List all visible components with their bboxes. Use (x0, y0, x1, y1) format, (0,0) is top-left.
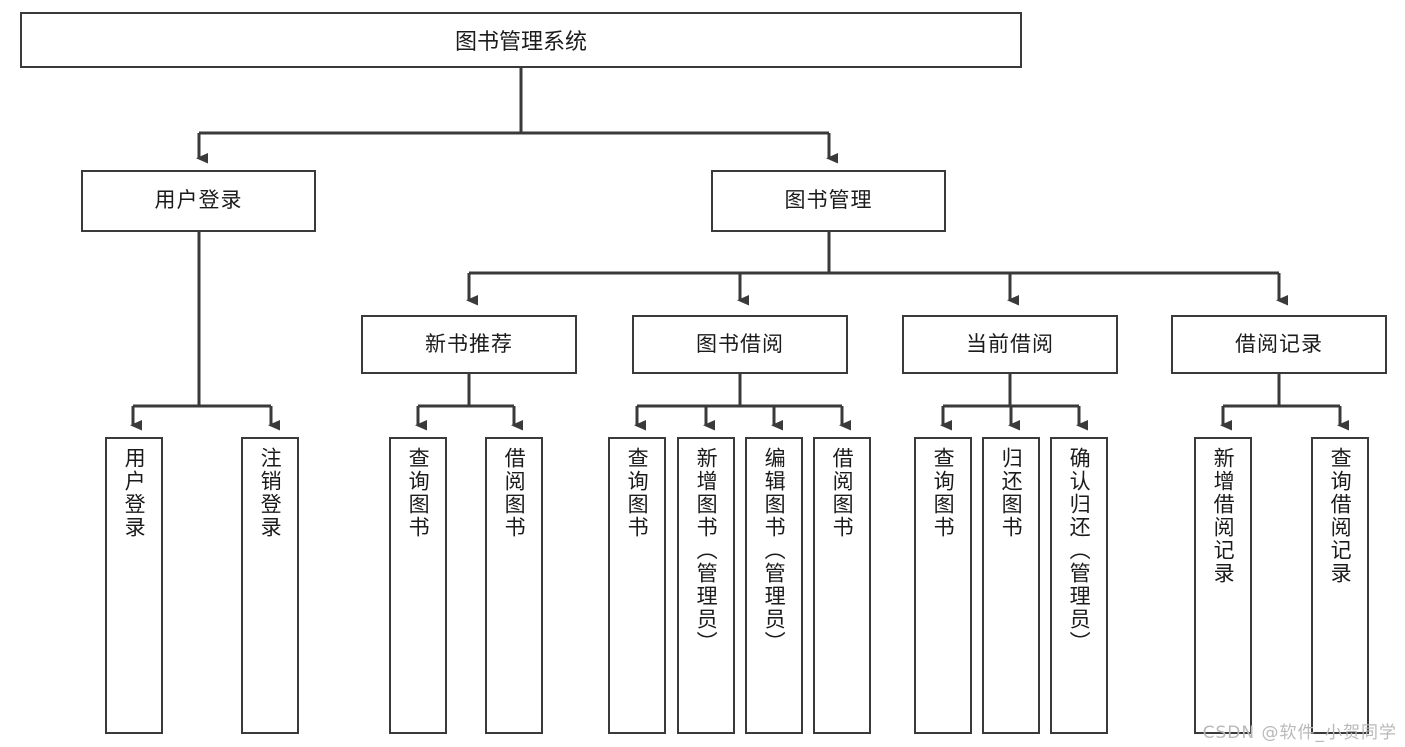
node-leaf-query-book-2[interactable]: 查询图书 (608, 437, 666, 734)
node-leaf-add-book-label: 新增图书（管理员） (694, 447, 719, 654)
node-borrow-record-label: 借阅记录 (1235, 331, 1323, 356)
node-leaf-borrow-book-2-label: 借阅图书 (830, 447, 855, 539)
node-book-manage-label: 图书管理 (784, 188, 873, 213)
node-leaf-query-book-3-label: 查询图书 (931, 447, 956, 539)
node-leaf-edit-book-label: 编辑图书（管理员） (762, 447, 787, 654)
node-root-label: 图书管理系统 (454, 30, 587, 55)
node-leaf-add-record-label: 新增借阅记录 (1211, 447, 1236, 585)
node-book-borrow[interactable]: 图书借阅 (632, 315, 848, 374)
node-leaf-user-login-label: 用户登录 (122, 447, 147, 539)
node-leaf-add-record[interactable]: 新增借阅记录 (1194, 437, 1252, 734)
node-user-login-label: 用户登录 (154, 188, 243, 213)
node-leaf-borrow-book-1-label: 借阅图书 (502, 447, 527, 539)
watermark: CSDN @软件_小贺同学 (1202, 723, 1397, 743)
node-root[interactable]: 图书管理系统 (20, 12, 1022, 68)
node-leaf-query-book-2-label: 查询图书 (625, 447, 650, 539)
node-new-book-rec-label: 新书推荐 (425, 331, 513, 356)
node-user-login[interactable]: 用户登录 (81, 170, 316, 232)
node-leaf-user-login[interactable]: 用户登录 (105, 437, 163, 734)
node-current-borrow-label: 当前借阅 (966, 331, 1054, 356)
node-book-manage[interactable]: 图书管理 (711, 170, 946, 232)
node-leaf-return-book[interactable]: 归还图书 (982, 437, 1040, 734)
node-leaf-borrow-book-2[interactable]: 借阅图书 (813, 437, 871, 734)
node-leaf-confirm-return-label: 确认归还（管理员） (1067, 447, 1092, 654)
node-leaf-query-book-1[interactable]: 查询图书 (389, 437, 447, 734)
node-leaf-logout-label: 注销登录 (258, 447, 283, 539)
node-current-borrow[interactable]: 当前借阅 (902, 315, 1118, 374)
node-leaf-borrow-book-1[interactable]: 借阅图书 (485, 437, 543, 734)
node-leaf-edit-book[interactable]: 编辑图书（管理员） (745, 437, 803, 734)
node-leaf-confirm-return[interactable]: 确认归还（管理员） (1050, 437, 1108, 734)
node-new-book-rec[interactable]: 新书推荐 (361, 315, 577, 374)
node-leaf-add-book[interactable]: 新增图书（管理员） (677, 437, 735, 734)
node-leaf-logout[interactable]: 注销登录 (241, 437, 299, 734)
node-leaf-query-record-label: 查询借阅记录 (1328, 447, 1353, 585)
node-book-borrow-label: 图书借阅 (696, 331, 784, 356)
node-borrow-record[interactable]: 借阅记录 (1171, 315, 1387, 374)
node-leaf-query-book-3[interactable]: 查询图书 (914, 437, 972, 734)
node-leaf-query-book-1-label: 查询图书 (406, 447, 431, 539)
node-leaf-return-book-label: 归还图书 (999, 447, 1024, 539)
node-leaf-query-record[interactable]: 查询借阅记录 (1311, 437, 1369, 734)
